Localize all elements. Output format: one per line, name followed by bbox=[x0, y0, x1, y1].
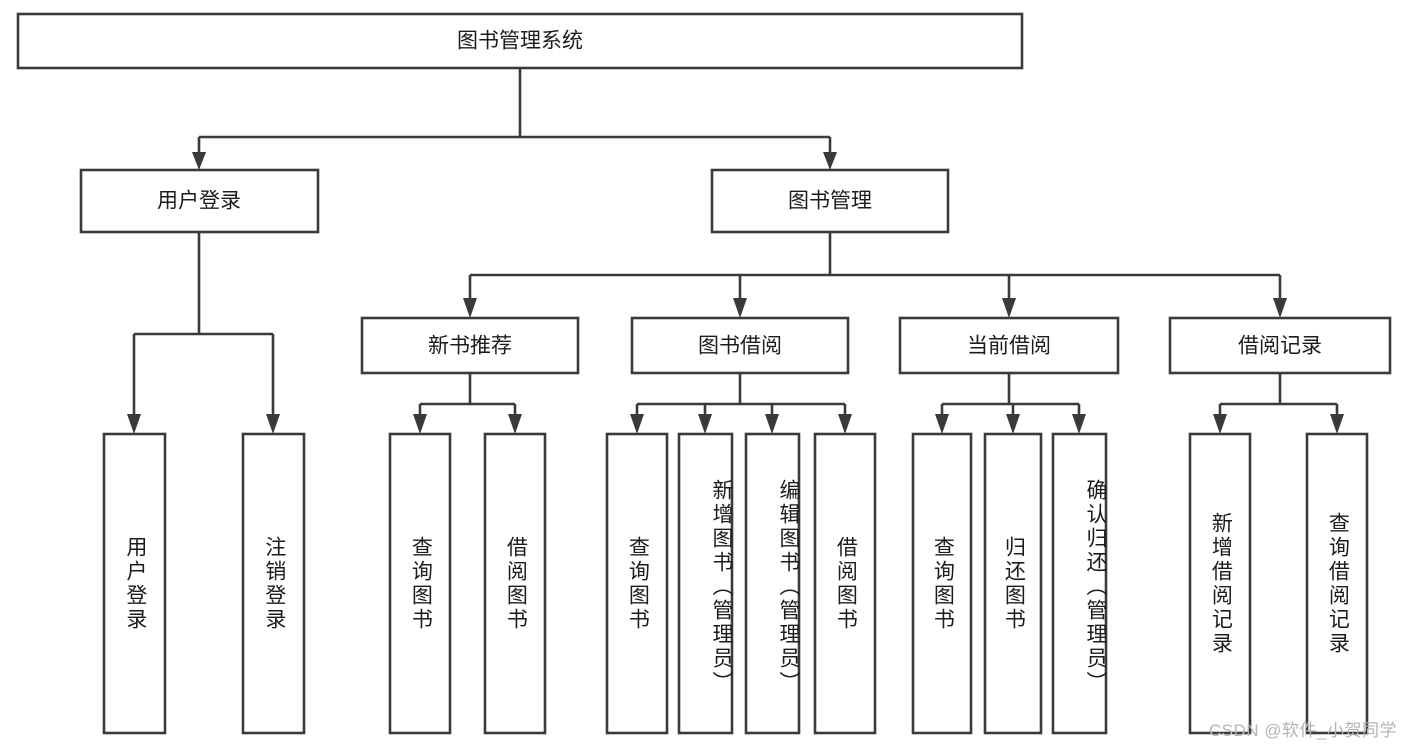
arrowhead-book-borrow-leaf-3 bbox=[765, 414, 779, 434]
node-book-management-label: 图书管理 bbox=[788, 190, 872, 213]
arrowhead-book-borrow-leaf-2 bbox=[698, 414, 712, 434]
arrowhead-user-login-leaf-1 bbox=[127, 414, 141, 434]
arrowhead-book-borrow-leaf-1 bbox=[630, 414, 644, 434]
node-new-book-recommend[interactable]: 新书推荐 bbox=[360, 316, 580, 375]
arrowhead-root-to-user-login bbox=[192, 152, 206, 170]
node-current-borrow-label: 当前借阅 bbox=[967, 335, 1051, 358]
arrowhead-root-to-book-mgmt bbox=[823, 152, 837, 170]
node-leaf-return-book-box[interactable] bbox=[983, 432, 1043, 735]
watermark-text: CSDN @软件_小贺同学 bbox=[1208, 721, 1397, 740]
connector-group-borrow-records bbox=[1213, 373, 1344, 434]
node-book-borrow[interactable]: 图书借阅 bbox=[630, 316, 850, 375]
node-leaf-query-book-recommend-box[interactable] bbox=[388, 432, 452, 735]
connector-group-book-borrow bbox=[630, 373, 852, 434]
arrowhead-book-mgmt-current bbox=[1002, 298, 1016, 318]
node-user-login[interactable]: 用户登录 bbox=[79, 168, 320, 234]
node-book-borrow-box[interactable] bbox=[630, 316, 850, 375]
node-leaf-add-record-box[interactable] bbox=[1188, 432, 1252, 735]
connector-group-root bbox=[192, 68, 837, 170]
arrowhead-book-mgmt-records bbox=[1273, 298, 1287, 318]
node-borrow-records-label: 借阅记录 bbox=[1238, 335, 1322, 358]
connector-group-new-books bbox=[413, 373, 522, 434]
arrowhead-new-books-leaf-2 bbox=[508, 414, 522, 434]
node-borrow-records-box[interactable] bbox=[1168, 316, 1392, 375]
connector-group-book-mgmt bbox=[463, 232, 1287, 318]
arrowhead-borrow-records-leaf-1 bbox=[1213, 414, 1227, 434]
node-current-borrow-box[interactable] bbox=[898, 316, 1120, 375]
arrowhead-book-borrow-leaf-4 bbox=[838, 414, 852, 434]
node-root-box[interactable] bbox=[16, 12, 1024, 70]
node-leaf-edit-book-box[interactable] bbox=[744, 432, 801, 735]
node-root[interactable]: 图书管理系统 bbox=[16, 12, 1024, 70]
connector-group-current-borrow bbox=[935, 373, 1086, 434]
arrowhead-new-books-leaf-1 bbox=[413, 414, 427, 434]
node-leaf-query-book-borrow-box[interactable] bbox=[605, 432, 669, 735]
node-user-login-label: 用户登录 bbox=[157, 190, 241, 213]
node-leaf-user-login-box[interactable] bbox=[102, 432, 167, 735]
node-user-login-box[interactable] bbox=[79, 168, 320, 234]
node-leaf-query-record-box[interactable] bbox=[1305, 432, 1369, 735]
arrowhead-borrow-records-leaf-2 bbox=[1330, 414, 1344, 434]
node-leaf-borrow-book-recommend-box[interactable] bbox=[483, 432, 547, 735]
node-root-label: 图书管理系统 bbox=[457, 30, 583, 53]
node-new-book-recommend-label: 新书推荐 bbox=[428, 335, 512, 358]
node-leaf-logout-box[interactable] bbox=[241, 432, 306, 735]
arrowhead-current-borrow-leaf-1 bbox=[935, 414, 949, 434]
node-new-book-recommend-box[interactable] bbox=[360, 316, 580, 375]
node-current-borrow[interactable]: 当前借阅 bbox=[898, 316, 1120, 375]
node-leaf-borrow-book-box[interactable] bbox=[813, 432, 877, 735]
connector-group-user-login bbox=[127, 232, 280, 434]
arrowhead-book-mgmt-new-books bbox=[463, 298, 477, 318]
arrowhead-user-login-leaf-2 bbox=[266, 414, 280, 434]
node-book-management[interactable]: 图书管理 bbox=[710, 168, 950, 234]
node-book-borrow-label: 图书借阅 bbox=[698, 335, 782, 358]
node-book-management-box[interactable] bbox=[710, 168, 950, 234]
node-borrow-records[interactable]: 借阅记录 bbox=[1168, 316, 1392, 375]
node-leaf-confirm-return-box[interactable] bbox=[1051, 432, 1108, 735]
arrowhead-current-borrow-leaf-3 bbox=[1072, 414, 1086, 434]
arrowhead-book-mgmt-borrow bbox=[733, 298, 747, 318]
node-leaf-query-book-current-box[interactable] bbox=[911, 432, 973, 735]
node-leaf-add-book-box[interactable] bbox=[677, 432, 734, 735]
arrowhead-current-borrow-leaf-2 bbox=[1006, 414, 1020, 434]
